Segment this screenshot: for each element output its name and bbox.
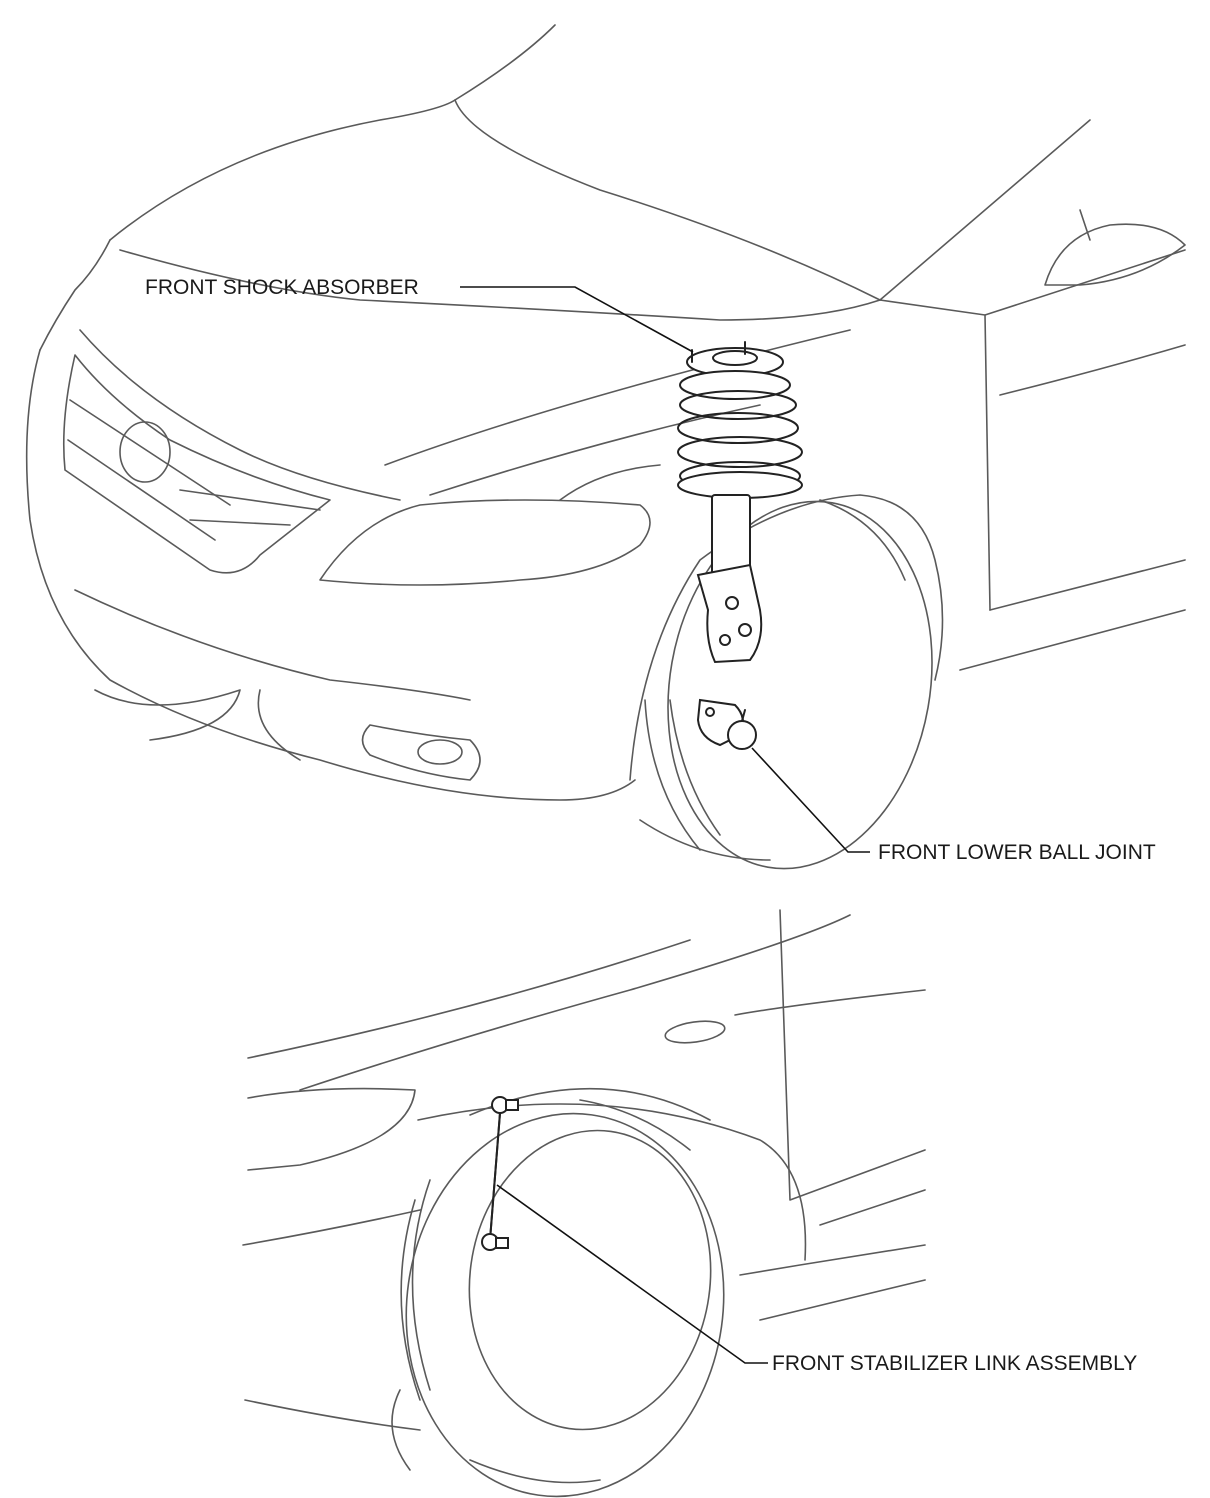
leader-front-lower-ball-joint <box>751 747 870 853</box>
car-front-outline <box>25 24 1186 870</box>
front-shock-absorber <box>677 341 803 664</box>
leader-front-shock-absorber <box>460 286 694 353</box>
car-side-outline <box>242 909 926 1498</box>
front-lower-ball-joint <box>696 698 757 750</box>
label-front-shock-absorber: FRONT SHOCK ABSORBER <box>145 276 419 299</box>
label-front-stabilizer-link-assembly: FRONT STABILIZER LINK ASSEMBLY <box>772 1352 1138 1375</box>
front-stabilizer-link-assembly <box>481 1096 519 1251</box>
leader-front-stabilizer-link <box>496 1184 768 1364</box>
label-front-lower-ball-joint: FRONT LOWER BALL JOINT <box>878 841 1156 864</box>
